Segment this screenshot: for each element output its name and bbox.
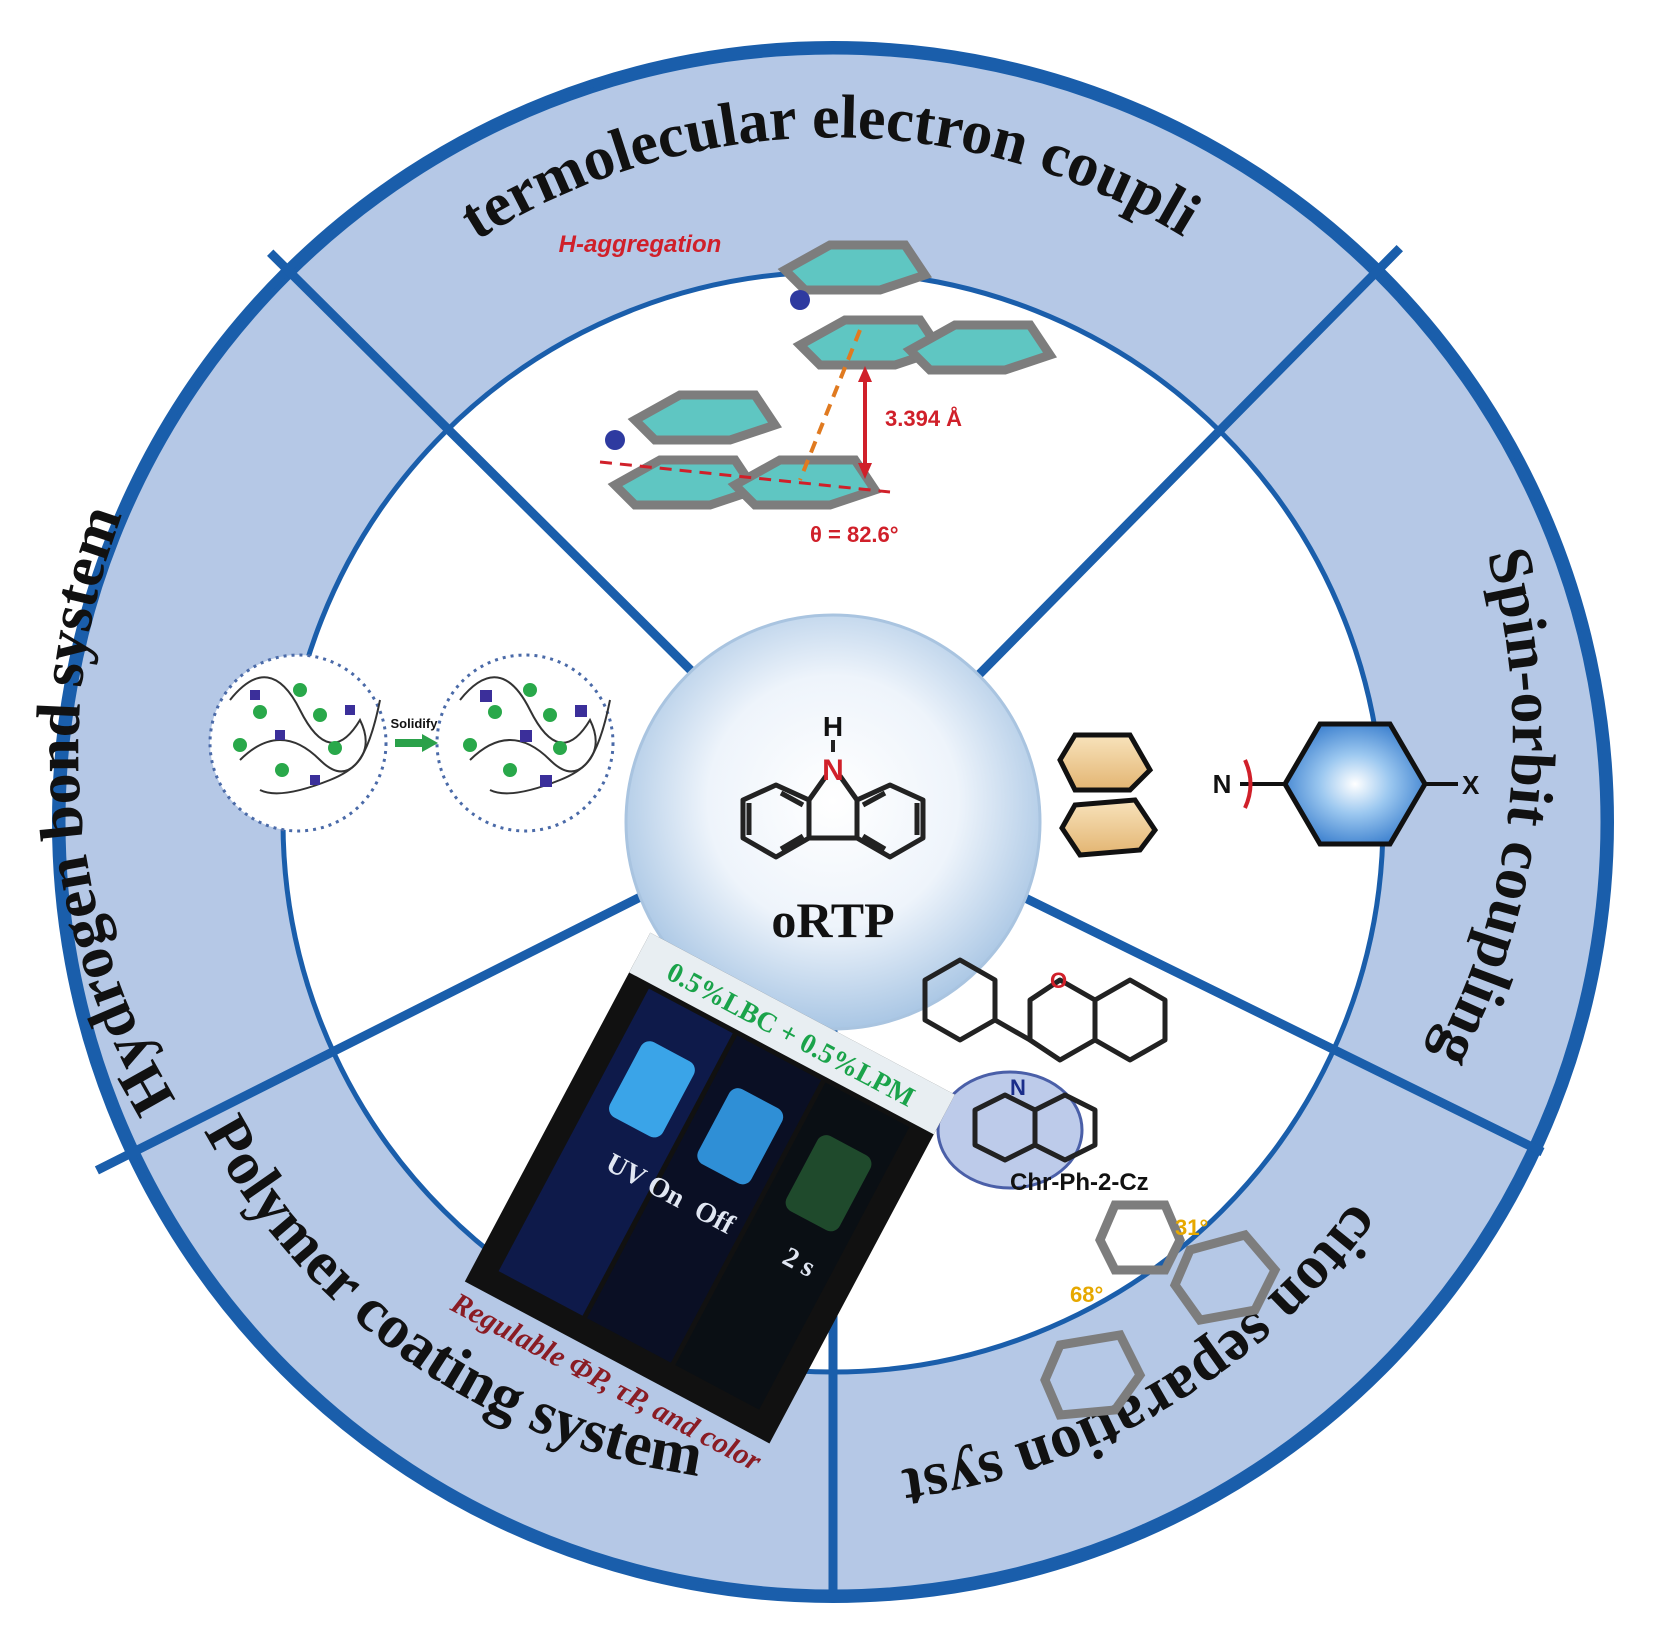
carbazole-structure: N H xyxy=(740,711,926,860)
uv-on-sample xyxy=(609,1041,695,1138)
off-sample xyxy=(697,1088,784,1185)
spin-n-label: N xyxy=(1213,769,1232,799)
h-aggregation-label: H-aggregation xyxy=(559,231,722,258)
angle-68-label: 68° xyxy=(1070,1282,1103,1307)
carbazole-n-label: N xyxy=(822,754,844,787)
2s-sample xyxy=(785,1135,872,1232)
panel-exciton: O N Chr-Ph-2-Cz 31° 68° xyxy=(922,957,1281,1420)
center-label: oRTP xyxy=(771,892,894,948)
compound-label: Chr-Ph-2-Cz xyxy=(1010,1169,1149,1196)
exciton-o-label: O xyxy=(1050,968,1067,993)
panel-polymer: UV On Off 2 s 0.5%LBC + 0.5%LPM Regulabl… xyxy=(445,932,955,1478)
upper-molecule xyxy=(777,240,1058,375)
solidify-label: Solidify xyxy=(391,716,439,731)
angle-label: θ = 82.6° xyxy=(810,522,899,547)
panel-spin-orbit: N X xyxy=(1057,721,1480,858)
angle-31-label: 31° xyxy=(1175,1215,1208,1240)
distance-label: 3.394 Å xyxy=(885,405,962,431)
panel-hbond: Solidify xyxy=(208,653,615,833)
panel-intermolecular: H-aggregation 3.394 Å θ = 82.6° xyxy=(559,231,1058,547)
spin-x-label: X xyxy=(1462,770,1480,800)
lower-molecule xyxy=(605,390,883,510)
carbazole-h-label: H xyxy=(823,711,843,742)
exciton-n-label: N xyxy=(1010,1075,1026,1100)
center-circle: N H oRTP xyxy=(624,613,1042,1031)
